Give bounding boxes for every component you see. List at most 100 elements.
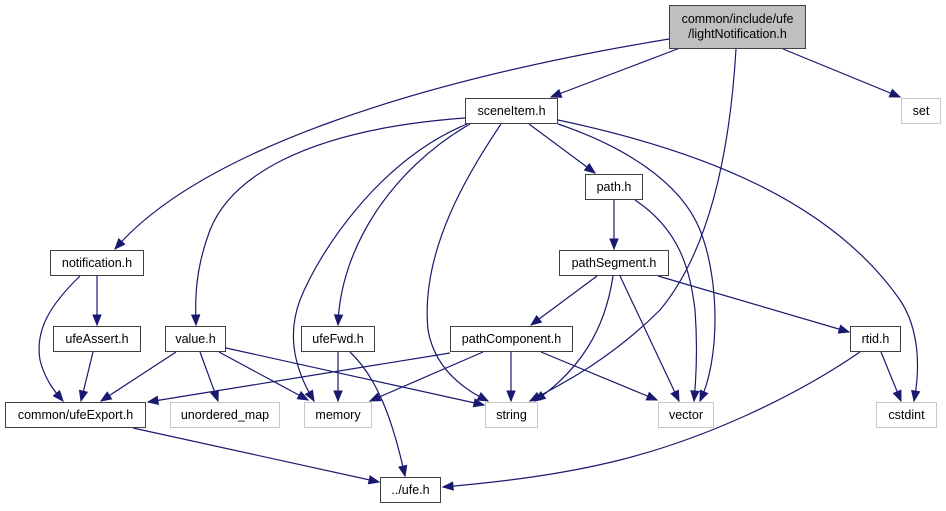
edge-root-to-notification (114, 38, 670, 251)
edge-value-to-memory (218, 351, 310, 401)
edge-line (530, 275, 598, 326)
edge-pathSegment-to-pathComponent (529, 275, 598, 326)
node-pathComponent[interactable]: pathComponent.h (450, 326, 573, 352)
edge-ufeFwd-to-memory (333, 352, 343, 403)
edge-pathComponent-to-memory (368, 351, 484, 402)
arrowhead-icon (533, 391, 547, 402)
edge-line (100, 351, 177, 402)
edge-pathSegment-to-vector (619, 275, 680, 403)
node-set[interactable]: set (901, 98, 941, 124)
edge-notification-to-ufeAssert (92, 276, 102, 327)
edge-path-to-pathSegment (609, 200, 619, 251)
edge-pathComponent-to-vector (540, 351, 659, 401)
edge-line (540, 351, 658, 401)
arrowhead-icon (367, 475, 381, 485)
edge-rtid-to-ufe (441, 351, 861, 491)
edge-sceneItem-to-vector (557, 123, 716, 403)
arrowhead-icon (892, 389, 902, 403)
edge-line (426, 123, 502, 402)
edge-notification-to-ufeExport (38, 275, 81, 403)
node-vector[interactable]: vector (658, 402, 714, 428)
node-root-lightNotification[interactable]: common/include/ufe /lightNotification.h (669, 5, 806, 49)
node-ufeFwd[interactable]: ufeFwd.h (301, 326, 375, 352)
edge-pathComponent-to-string (506, 352, 516, 403)
node-ufeAssert[interactable]: ufeAssert.h (53, 326, 141, 352)
edge-sceneItem-to-memory (292, 123, 468, 403)
edge-line (147, 352, 451, 403)
arrowhead-icon (911, 389, 921, 403)
edge-line (557, 119, 919, 402)
arrowhead-icon (837, 324, 851, 334)
edge-line (557, 123, 716, 402)
edge-value-to-unordered_map (199, 351, 219, 403)
arrowhead-icon (645, 391, 659, 401)
edge-line (634, 199, 698, 402)
arrowhead-icon (92, 314, 102, 327)
node-label-line1: common/include/ufe (681, 12, 794, 26)
node-pathSegment[interactable]: pathSegment.h (559, 250, 669, 276)
arrowhead-icon (549, 88, 563, 98)
edge-path-to-vector (634, 199, 700, 403)
edge-line (195, 117, 466, 326)
edge-line (528, 123, 596, 174)
node-ufe[interactable]: ../ufe.h (380, 477, 441, 503)
node-memory[interactable]: memory (304, 402, 372, 428)
arrowhead-icon (190, 314, 201, 327)
edge-root-to-sceneItem (549, 47, 681, 98)
arrowhead-icon (472, 398, 486, 408)
arrowhead-icon (529, 314, 543, 326)
edge-line (657, 275, 850, 333)
arrowhead-icon (609, 238, 619, 251)
node-string[interactable]: string (485, 402, 538, 428)
edge-line (369, 351, 484, 402)
edge-line (529, 48, 737, 402)
edge-sceneItem-to-string (426, 123, 502, 402)
arrowhead-icon (888, 88, 902, 98)
edge-line (550, 47, 681, 98)
arrowhead-icon (114, 238, 126, 251)
edge-ufeAssert-to-ufeExport (78, 351, 94, 403)
node-label-line2: /lightNotification.h (688, 27, 787, 41)
arrowhead-icon (209, 389, 219, 403)
edge-line (225, 347, 485, 406)
arrowhead-icon (333, 314, 344, 327)
edge-sceneItem-to-cstdint (557, 119, 921, 403)
edge-line (218, 351, 309, 401)
edge-sceneItem-to-ufeFwd (333, 123, 471, 327)
edge-line (782, 48, 901, 98)
arrowhead-icon (304, 389, 315, 403)
edge-root-to-set (782, 48, 902, 98)
node-notification[interactable]: notification.h (50, 250, 144, 276)
edge-line (534, 275, 614, 402)
arrowhead-icon (398, 464, 408, 478)
arrowhead-icon (296, 390, 310, 401)
arrowhead-icon (583, 162, 597, 174)
arrowhead-icon (670, 389, 680, 403)
edge-line (337, 123, 471, 326)
node-rtid[interactable]: rtid.h (850, 326, 901, 352)
edge-rtid-to-cstdint (880, 351, 902, 403)
arrowhead-icon (690, 390, 700, 403)
edge-pathComponent-to-ufeExport (146, 352, 451, 405)
edge-line (349, 351, 406, 477)
edge-value-to-string (225, 347, 486, 408)
edge-line (442, 351, 861, 488)
edge-value-to-ufeExport (99, 351, 177, 402)
arrowhead-icon (333, 390, 343, 403)
node-ufeExport[interactable]: common/ufeExport.h (5, 402, 146, 428)
arrowhead-icon (476, 391, 490, 402)
edge-sceneItem-to-value (190, 117, 466, 327)
arrowhead-icon (146, 395, 160, 405)
arrowhead-icon (506, 390, 516, 403)
node-unordered-map[interactable]: unordered_map (170, 402, 280, 428)
edge-ufeFwd-to-ufe (349, 351, 408, 478)
arrowhead-icon (441, 481, 454, 491)
node-path[interactable]: path.h (585, 174, 643, 200)
arrowhead-icon (699, 389, 709, 403)
node-cstdint[interactable]: cstdint (876, 402, 937, 428)
node-value[interactable]: value.h (165, 326, 226, 352)
node-sceneItem[interactable]: sceneItem.h (465, 98, 558, 124)
edge-line (114, 38, 670, 250)
edge-pathSegment-to-rtid (657, 275, 851, 334)
